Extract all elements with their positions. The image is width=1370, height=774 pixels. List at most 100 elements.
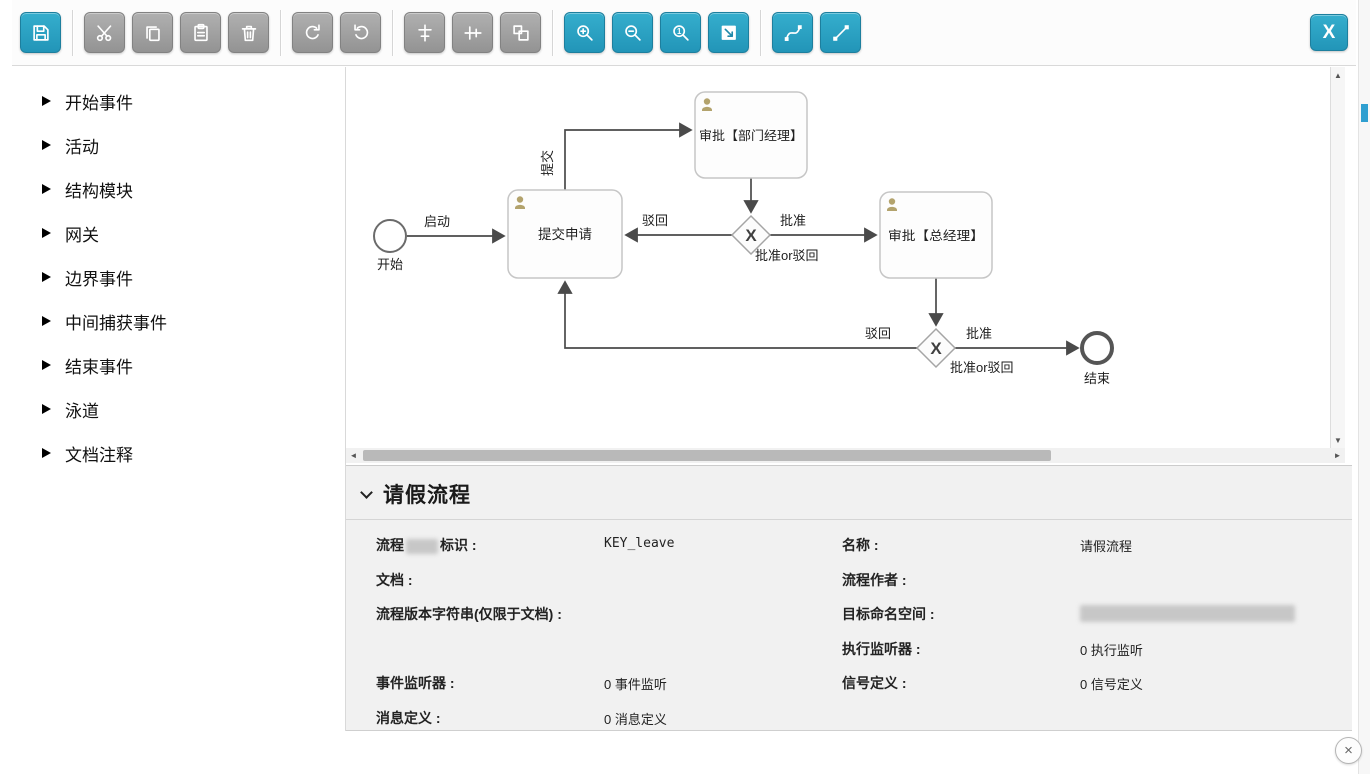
trash-icon xyxy=(241,25,256,41)
save-icon xyxy=(32,24,49,41)
arrow-right-icon xyxy=(42,184,51,194)
copy-button[interactable] xyxy=(132,12,173,53)
same-size-button[interactable] xyxy=(500,12,541,53)
task-submit-label: 提交申请 xyxy=(538,226,592,242)
close-editor-button[interactable]: X xyxy=(1310,14,1348,51)
flow-label-reject-2: 驳回 xyxy=(865,326,891,341)
palette-sidebar: 开始事件 活动 结构模块 网关 边界事件 中间捕获事件 结束事件 泳道 xyxy=(12,67,346,731)
start-event-node[interactable] xyxy=(373,219,407,253)
palette-item-activities[interactable]: 活动 xyxy=(12,123,345,167)
arrow-right-icon xyxy=(42,448,51,458)
properties-header[interactable]: 请假流程 xyxy=(346,466,1352,520)
arrow-right-icon xyxy=(42,140,51,150)
task-gm-label: 审批【总经理】 xyxy=(888,228,984,243)
field-namespace-value xyxy=(1080,605,1332,623)
cut-icon xyxy=(96,24,111,41)
palette-item-gateways[interactable]: 网关 xyxy=(12,211,345,255)
user-icon xyxy=(887,198,897,211)
redo-icon xyxy=(305,23,320,39)
connector-straight-button[interactable] xyxy=(820,12,861,53)
palette-item-label: 网关 xyxy=(65,225,99,245)
paste-button[interactable] xyxy=(180,12,221,53)
copy-icon xyxy=(145,25,160,41)
palette-item-annotations[interactable]: 文档注释 xyxy=(12,431,345,475)
flow-submit-to-dept[interactable] xyxy=(564,122,693,190)
palette-item-label: 文档注释 xyxy=(65,445,133,465)
scroll-up-icon[interactable]: ▲ xyxy=(1334,70,1342,80)
flow-gateway2-reject[interactable] xyxy=(557,280,917,349)
field-event-listener-value: 0 事件监听 xyxy=(604,677,667,693)
gateway-1[interactable]: X xyxy=(730,214,772,256)
zoom-fit-button[interactable] xyxy=(708,12,749,53)
gateway-x-glyph: X xyxy=(745,226,757,245)
palette-item-label: 边界事件 xyxy=(65,269,133,289)
gateway2-label: 批准or驳回 xyxy=(950,360,1014,375)
field-namespace-label: 目标命名空间 : xyxy=(842,606,935,623)
task-dept-label: 审批【部门经理】 xyxy=(699,128,803,143)
palette-item-label: 活动 xyxy=(65,137,99,157)
palette-item-label: 结束事件 xyxy=(65,357,133,377)
page-scroll-thumb[interactable] xyxy=(1361,104,1368,122)
field-event-listener-label: 事件监听器 : xyxy=(376,675,455,692)
end-event-node[interactable] xyxy=(1080,331,1114,365)
arrow-right-icon xyxy=(42,96,51,106)
gateway1-label: 批准or驳回 xyxy=(755,248,819,263)
gateway-x-glyph: X xyxy=(930,339,942,358)
scroll-right-icon[interactable]: ► xyxy=(1333,451,1342,460)
properties-fields: 流程标识 : KEY_leave 名称 : 请假流程 文档 : 流程作者 : 流… xyxy=(346,520,1352,739)
flow-label-launch: 启动 xyxy=(424,214,450,229)
palette-item-label: 开始事件 xyxy=(65,93,133,113)
palette-item-end-events[interactable]: 结束事件 xyxy=(12,343,345,387)
paste-icon xyxy=(193,23,208,41)
field-message-label: 消息定义 : xyxy=(376,709,441,726)
align-vertical-button[interactable] xyxy=(404,12,445,53)
palette-item-swimlanes[interactable]: 泳道 xyxy=(12,387,345,431)
zoom-actual-button[interactable]: 1 xyxy=(660,12,701,53)
task-dept-manager-approval[interactable]: 审批【部门经理】 xyxy=(694,91,808,179)
align-vertical-icon xyxy=(417,23,432,42)
diagram-canvas[interactable]: 开始 结束 提交申请 审批【部门经理】 xyxy=(346,67,1330,440)
zoom-out-button[interactable] xyxy=(612,12,653,53)
task-submit-application[interactable]: 提交申请 xyxy=(507,189,623,279)
field-process-key-value: KEY_leave xyxy=(604,536,675,551)
task-general-manager-approval[interactable]: 审批【总经理】 xyxy=(879,191,993,279)
delete-button[interactable] xyxy=(228,12,269,53)
process-title: 请假流程 xyxy=(383,484,471,507)
palette-item-label: 结构模块 xyxy=(65,181,133,201)
zoom-in-button[interactable] xyxy=(564,12,605,53)
redo-button[interactable] xyxy=(292,12,333,53)
end-event-label: 结束 xyxy=(1084,371,1110,386)
close-page-button[interactable]: × xyxy=(1335,737,1362,764)
start-event-label: 开始 xyxy=(377,257,403,272)
page-scrollbar[interactable] xyxy=(1358,0,1370,774)
zoom-actual-icon: 1 xyxy=(672,24,689,41)
user-icon xyxy=(702,98,712,111)
palette-item-structural[interactable]: 结构模块 xyxy=(12,167,345,211)
palette-item-intermediate-events[interactable]: 中间捕获事件 xyxy=(12,299,345,343)
cut-button[interactable] xyxy=(84,12,125,53)
field-message-value: 0 消息定义 xyxy=(604,711,667,727)
canvas-vertical-scrollbar[interactable]: ▲ ▼ xyxy=(1330,67,1345,448)
horizontal-scroll-thumb[interactable] xyxy=(363,450,1051,461)
field-name-value: 请假流程 xyxy=(1080,539,1133,554)
toolbar-divider xyxy=(72,9,73,56)
scroll-down-icon[interactable]: ▼ xyxy=(1334,435,1342,445)
save-button[interactable] xyxy=(20,12,61,53)
palette-item-start-events[interactable]: 开始事件 xyxy=(12,79,345,123)
align-horizontal-button[interactable] xyxy=(452,12,493,53)
canvas-horizontal-scrollbar[interactable]: ◄ ► xyxy=(346,448,1345,463)
flow-label-approve-2: 批准 xyxy=(966,326,992,341)
redacted-blur xyxy=(1080,605,1295,623)
undo-button[interactable] xyxy=(340,12,381,53)
gateway-2[interactable]: X xyxy=(915,327,957,369)
arrow-right-icon xyxy=(42,404,51,414)
arrow-right-icon xyxy=(42,360,51,370)
flow-label-reject-1: 驳回 xyxy=(642,213,668,228)
zoom-in-icon xyxy=(576,24,593,41)
field-exec-listener-value: 0 执行监听 xyxy=(1080,642,1143,658)
properties-panel: 请假流程 流程标识 : KEY_leave 名称 : 请假流程 文档 : 流程作… xyxy=(346,465,1352,731)
palette-item-boundary-events[interactable]: 边界事件 xyxy=(12,255,345,299)
scroll-left-icon[interactable]: ◄ xyxy=(349,451,358,460)
connector-curve-button[interactable] xyxy=(772,12,813,53)
